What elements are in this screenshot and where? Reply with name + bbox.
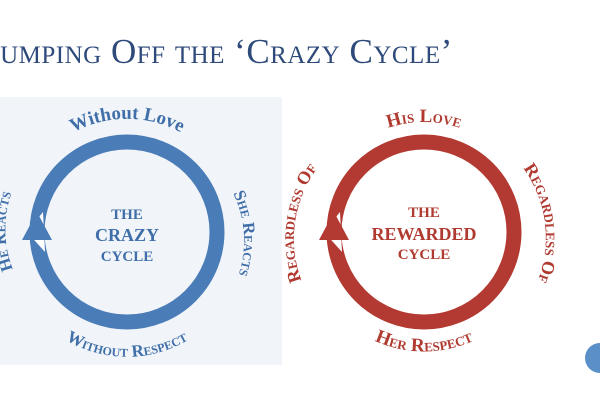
rewarded-cycle-bottom-label: Her Respect [373, 326, 476, 357]
rewarded-cycle-center-line-3: CYCLE [398, 247, 451, 263]
crazy-cycle-center-line-3: CYCLE [101, 249, 154, 265]
crazy-cycle-left-text: He Reacts [0, 188, 17, 274]
crazy-cycle-right-text: She Reacts [230, 187, 260, 279]
crazy-cycle-top-text: Without Love [67, 103, 188, 137]
rewarded-cycle-top-text: His Love [384, 106, 464, 133]
slide-nav-dot[interactable] [585, 343, 600, 373]
rewarded-cycle-top-label: His Love [384, 106, 464, 133]
rewarded-cycle-bottom-text: Her Respect [373, 326, 476, 357]
crazy-cycle-bottom-label: Without Respect [64, 327, 190, 361]
crazy-cycle-left-label: He Reacts [0, 188, 17, 274]
rewarded-cycle-center-line-2: REWARDED [371, 224, 476, 244]
rewarded-cycle-right-label: Regardless Of [520, 159, 562, 286]
crazy-cycle-center-line-1: THE [111, 207, 143, 223]
crazy-cycle-arrow-icon [22, 212, 52, 240]
page-title-text: Jumping Off the ‘Crazy Cycle’ [0, 32, 453, 71]
crazy-cycle-right-label: She Reacts [230, 187, 260, 279]
crazy-cycle-bottom-text: Without Respect [64, 327, 190, 361]
rewarded-cycle-right-text: Regardless Of [520, 159, 562, 286]
crazy-cycle-center-line-2: CRAZY [95, 225, 159, 245]
rewarded-cycle-left-label: Regardless Of [278, 159, 321, 286]
rewarded-cycle-left-text: Regardless Of [278, 159, 321, 286]
rewarded-cycle-arrow-icon [319, 212, 349, 240]
rewarded-cycle: THE REWARDED CYCLE His Love Her Respect … [278, 106, 562, 357]
crazy-cycle: THE CRAZY CYCLE Without Love Without Res… [0, 103, 259, 361]
crazy-cycle-top-label: Without Love [67, 103, 188, 137]
rewarded-cycle-center-line-1: THE [408, 205, 440, 221]
